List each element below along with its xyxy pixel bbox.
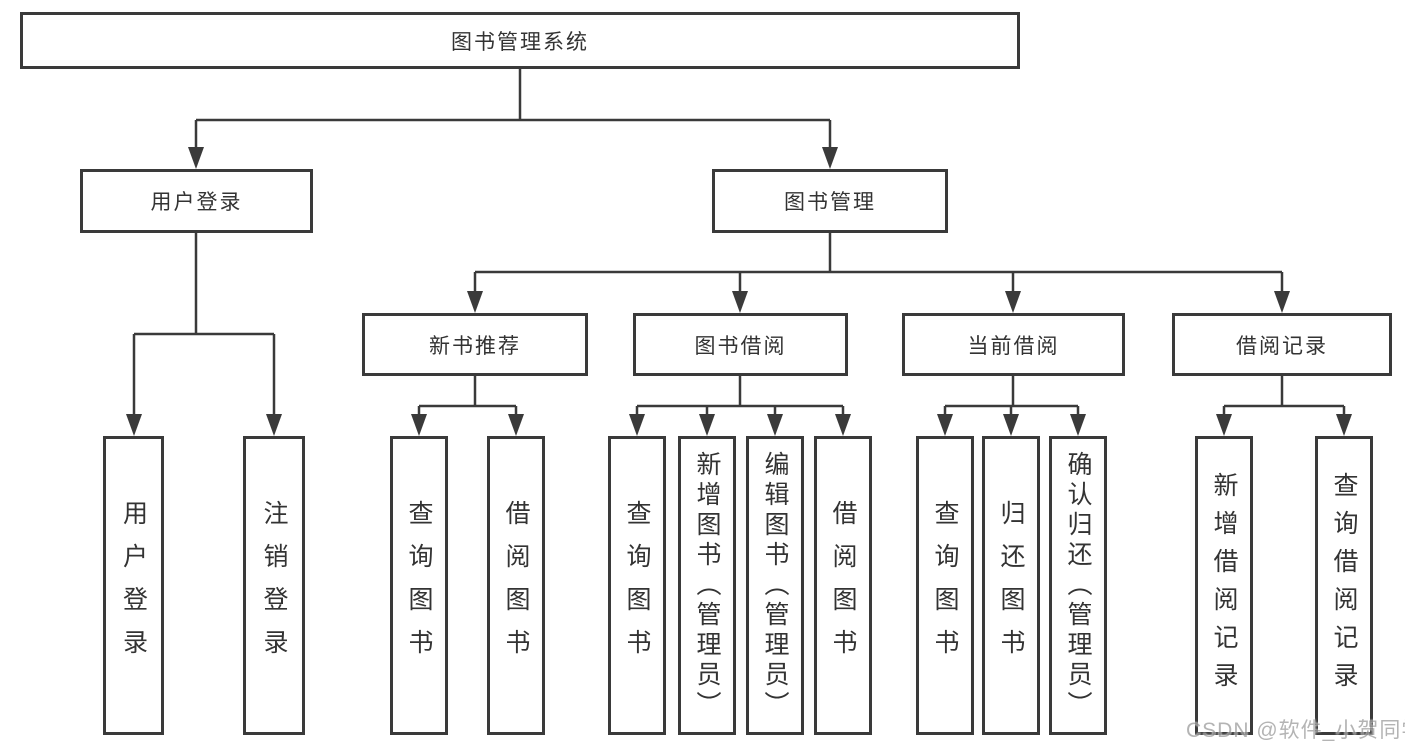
csdn-watermark: CSDN @软件_小贺同学 xyxy=(1186,719,1405,742)
arrowheads xyxy=(126,147,1352,436)
connector-book-management xyxy=(473,233,1284,292)
leaf-query-books-bb: 查询图书 xyxy=(608,436,666,735)
connector-user-login xyxy=(132,233,276,415)
leaf-add-books-admin: 新增图书（管理员） xyxy=(678,436,736,735)
leaf-confirm-return-admin: 确认归还（管理员） xyxy=(1049,436,1107,735)
leaf-borrow-books-bb: 借阅图书 xyxy=(814,436,872,735)
arrowhead xyxy=(822,147,838,169)
arrowhead xyxy=(937,414,953,436)
arrowhead xyxy=(732,291,748,313)
arrowhead xyxy=(1005,291,1021,313)
arrowhead xyxy=(1070,414,1086,436)
arrowhead xyxy=(629,414,645,436)
arrowhead xyxy=(1274,291,1290,313)
arrowhead xyxy=(1003,414,1019,436)
node-book-borrow: 图书借阅 xyxy=(633,313,848,376)
connector-current-borrow xyxy=(943,376,1080,415)
leaf-edit-books-admin: 编辑图书（管理员） xyxy=(746,436,804,735)
arrowhead xyxy=(411,414,427,436)
node-library-management-system: 图书管理系统 xyxy=(20,12,1020,69)
leaf-query-books-nb: 查询图书 xyxy=(390,436,448,735)
node-current-borrow: 当前借阅 xyxy=(902,313,1125,376)
leaf-query-borrow-record: 查询借阅记录 xyxy=(1315,436,1373,735)
leaf-add-borrow-record: 新增借阅记录 xyxy=(1195,436,1253,735)
node-new-book-recommend: 新书推荐 xyxy=(362,313,588,376)
arrowhead xyxy=(188,147,204,169)
arrowhead xyxy=(467,291,483,313)
leaf-user-login: 用户登录 xyxy=(103,436,164,735)
arrowhead xyxy=(699,414,715,436)
arrowhead xyxy=(767,414,783,436)
connector-book-borrow xyxy=(635,376,845,415)
arrowhead xyxy=(126,414,142,436)
connector-root xyxy=(194,69,832,148)
node-user-login: 用户登录 xyxy=(80,169,313,233)
leaf-logout: 注销登录 xyxy=(243,436,305,735)
arrowhead xyxy=(266,414,282,436)
arrowhead xyxy=(1216,414,1232,436)
arrowhead xyxy=(835,414,851,436)
leaf-return-books: 归还图书 xyxy=(982,436,1040,735)
connector-new-book xyxy=(417,376,518,415)
arrowhead xyxy=(1336,414,1352,436)
node-borrow-records: 借阅记录 xyxy=(1172,313,1392,376)
leaf-query-books-cb: 查询图书 xyxy=(916,436,974,735)
node-book-management: 图书管理 xyxy=(712,169,948,233)
connector-borrow-records xyxy=(1222,376,1346,415)
arrowhead xyxy=(508,414,524,436)
leaf-borrow-books-nb: 借阅图书 xyxy=(487,436,545,735)
